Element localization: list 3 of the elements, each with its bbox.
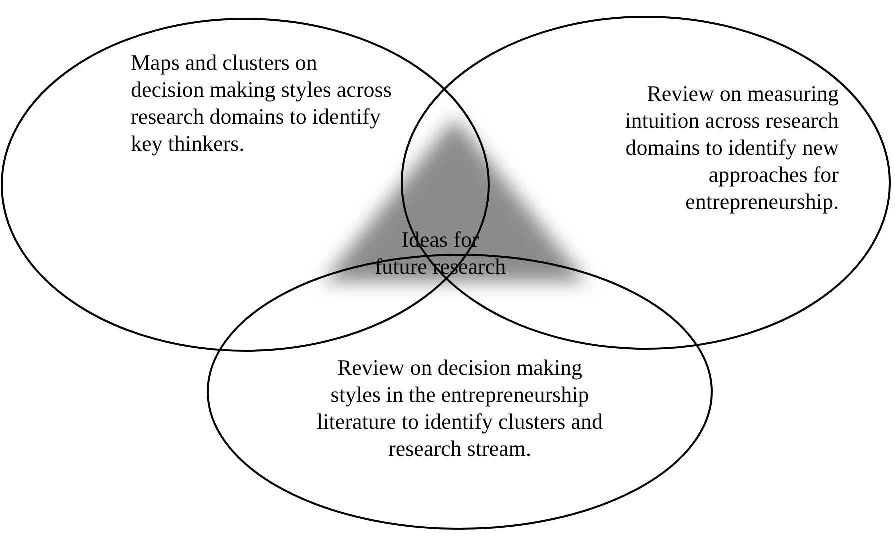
- node-text: Review on measuring intuition across research domains to identify new approaches for entrepreneurship.: [624, 80, 839, 215]
- node-text: Maps and clusters on decision making styles across research domains to identify key thinkers.: [131, 49, 393, 157]
- node-text: Review on decision making styles in the entrepreneurship literature to identify clusters and research stream.: [316, 354, 604, 462]
